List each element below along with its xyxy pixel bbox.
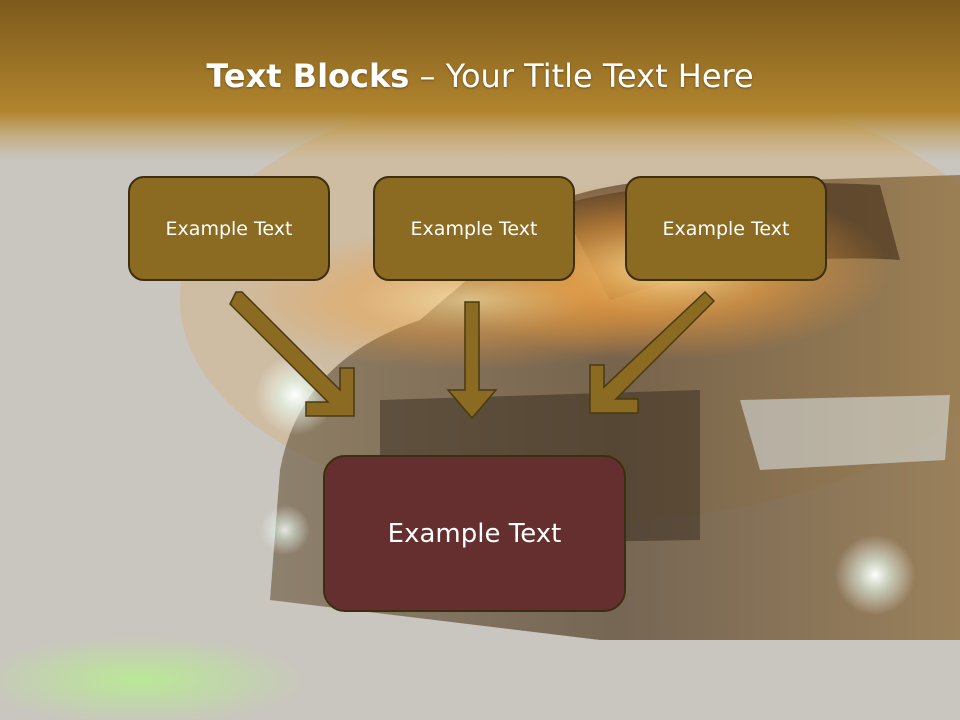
text-block-2-label: Example Text (410, 217, 538, 240)
title-bold: Text Blocks (206, 57, 410, 95)
text-block-2: Example Text (373, 176, 575, 281)
result-block-label: Example Text (387, 518, 562, 549)
result-block: Example Text (323, 455, 626, 612)
arrow-left (229, 291, 355, 417)
arrow-right (589, 290, 716, 414)
arrow-middle (446, 301, 498, 420)
text-block-1-label: Example Text (165, 217, 293, 240)
text-block-3-label: Example Text (662, 217, 790, 240)
title-rest: Your Title Text Here (445, 57, 754, 95)
text-block-3: Example Text (625, 176, 827, 281)
text-block-1: Example Text (128, 176, 330, 281)
slide-title: Text Blocks – Your Title Text Here (0, 54, 960, 98)
title-separator: – (409, 57, 446, 95)
